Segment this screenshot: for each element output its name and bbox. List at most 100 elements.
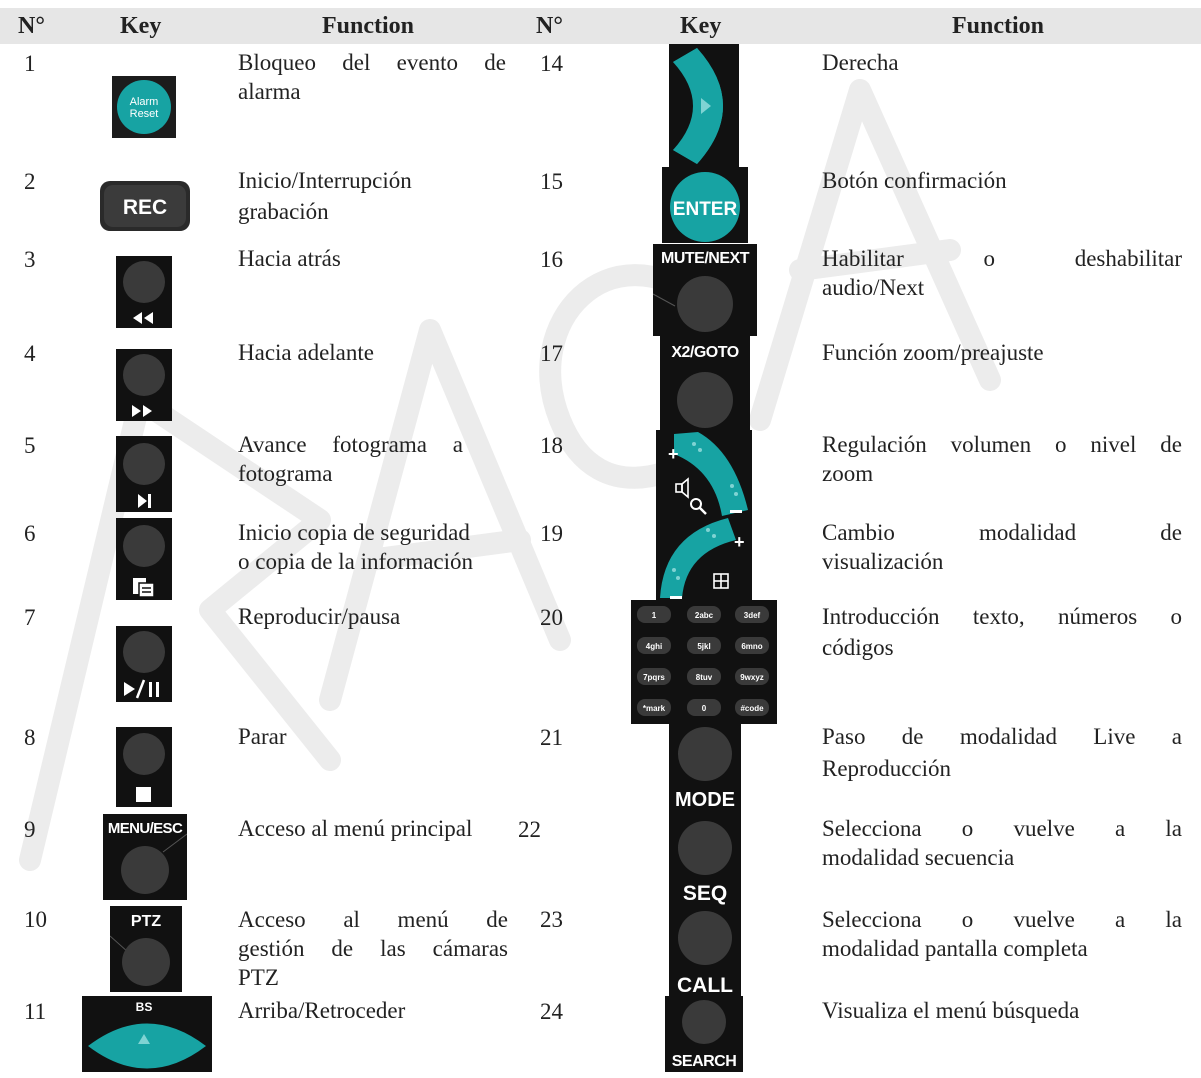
function-line: Paso de modalidad Live a [822, 724, 1182, 749]
keypad-key: 4ghi [646, 642, 662, 651]
alarm-label-2: Reset [130, 108, 159, 120]
function-line: Acceso al menú principal [238, 816, 473, 841]
row-number: 6 [24, 521, 36, 546]
function-line: Derecha [822, 50, 899, 75]
function-line: modalidad pantalla completa [822, 936, 1088, 961]
function-line: códigos [822, 635, 894, 660]
keypad-key: *mark [643, 704, 666, 713]
function-line: Hacia atrás [238, 246, 341, 271]
function-line: PTZ [238, 965, 279, 990]
row-number: 24 [540, 999, 563, 1024]
row-number: 1 [24, 51, 36, 76]
function-line: alarma [238, 79, 301, 104]
seq-label: SEQ [683, 882, 727, 905]
function-line: Acceso al menú de [238, 907, 508, 932]
mute-next-label: MUTE/NEXT [661, 250, 750, 267]
display-mode-dial-icon: + [656, 518, 752, 604]
stop-key-icon [116, 727, 172, 807]
row-number: 14 [540, 51, 563, 76]
rewind-key-icon [116, 256, 172, 328]
numeric-keypad-icon: 1 2abc 3def 4ghi 5jkl 6mno 7pqrs 8tuv 9w… [631, 600, 777, 724]
row-number: 3 [24, 247, 36, 272]
function-line: Botón confirmación [822, 168, 1007, 193]
keypad-key: 2abc [695, 611, 714, 620]
rec-key-icon: REC [100, 181, 190, 231]
keypad-key: 1 [652, 611, 657, 620]
function-line: Arriba/Retroceder [238, 998, 406, 1023]
rec-label: REC [123, 196, 167, 219]
row-number: 22 [518, 817, 541, 842]
function-line: Reproducción [822, 756, 952, 781]
keypad-key: 9wxyz [740, 673, 764, 682]
row-number: 2 [24, 169, 36, 194]
header-function-right: Function [952, 13, 1045, 39]
header-key-right: Key [680, 13, 722, 39]
alarm-reset-key-icon: Alarm Reset [112, 76, 176, 138]
row-number: 11 [24, 999, 47, 1024]
function-line: Hacia adelante [238, 340, 374, 365]
mute-next-key-icon: MUTE/NEXT [653, 244, 757, 336]
function-line: audio/Next [822, 275, 925, 300]
row-number: 4 [24, 341, 36, 366]
search-key-icon: SEARCH [665, 996, 743, 1072]
function-line: o copia de la información [238, 549, 474, 574]
fast-forward-key-icon [116, 349, 172, 421]
keypad-key: 7pqrs [643, 673, 665, 682]
function-line: Selecciona o vuelve a la [822, 816, 1182, 841]
ptz-label: PTZ [131, 913, 161, 930]
row-number: 17 [540, 341, 563, 366]
row-number: 5 [24, 433, 36, 458]
volume-zoom-dial-icon: + [656, 430, 752, 518]
mode-key-icon: MODE [669, 722, 741, 814]
zoom-goto-key-icon: X2/GOTO [660, 336, 750, 432]
play-pause-key-icon [116, 626, 172, 702]
header-no-left: N° [18, 13, 45, 39]
function-line: Inicio copia de seguridad [238, 520, 470, 545]
svg-text:+: + [668, 444, 679, 464]
row-number: 15 [540, 169, 563, 194]
keypad-key: 0 [702, 704, 707, 713]
row-number: 19 [540, 521, 563, 546]
header-no-right: N° [536, 13, 563, 39]
mode-label: MODE [675, 789, 735, 811]
function-line: visualización [822, 549, 944, 574]
function-line: grabación [238, 199, 329, 224]
row-number: 23 [540, 907, 563, 932]
function-line: Reproducir/pausa [238, 604, 401, 629]
function-line: Regulación volumen o nivel de [822, 432, 1182, 457]
svg-text:+: + [734, 532, 745, 552]
function-line: fotograma [238, 461, 333, 486]
function-line: Introducción texto, números o [822, 604, 1182, 629]
function-line: modalidad secuencia [822, 845, 1015, 870]
function-line: Función zoom/preajuste [822, 340, 1044, 365]
function-line: Cambio modalidad de [822, 520, 1182, 545]
row-number: 16 [540, 247, 563, 272]
row-number: 18 [540, 433, 563, 458]
call-key-icon: CALL [669, 906, 741, 998]
function-line: Bloqueo del evento de [238, 50, 506, 75]
menu-esc-key-icon: MENU/ESC [103, 814, 187, 900]
keypad-key: 3def [744, 611, 761, 620]
header-key-left: Key [120, 13, 162, 39]
backup-key-icon [116, 518, 172, 600]
enter-key-icon: ENTER [662, 167, 748, 243]
x2-goto-label: X2/GOTO [671, 344, 738, 361]
function-line: Inicio/Interrupción [238, 168, 412, 193]
menu-esc-label: MENU/ESC [108, 820, 183, 837]
ptz-key-icon: PTZ [110, 906, 182, 992]
keypad-key: 5jkl [697, 642, 710, 651]
row-number: 7 [24, 605, 36, 630]
bs-label: BS [136, 1000, 153, 1014]
right-arrow-key-icon [669, 44, 739, 168]
call-label: CALL [677, 974, 733, 997]
function-line: Habilitar o deshabilitar [822, 246, 1182, 271]
function-line: Selecciona o vuelve a la [822, 907, 1182, 932]
row-number: 9 [24, 817, 36, 842]
up-arrow-key-icon: BS [82, 996, 212, 1072]
frame-step-key-icon [116, 436, 172, 512]
alarm-label-1: Alarm [130, 96, 159, 108]
seq-key-icon: SEQ [669, 814, 741, 906]
row-number: 10 [24, 907, 47, 932]
function-line: Parar [238, 724, 287, 749]
function-line: zoom [822, 461, 874, 486]
